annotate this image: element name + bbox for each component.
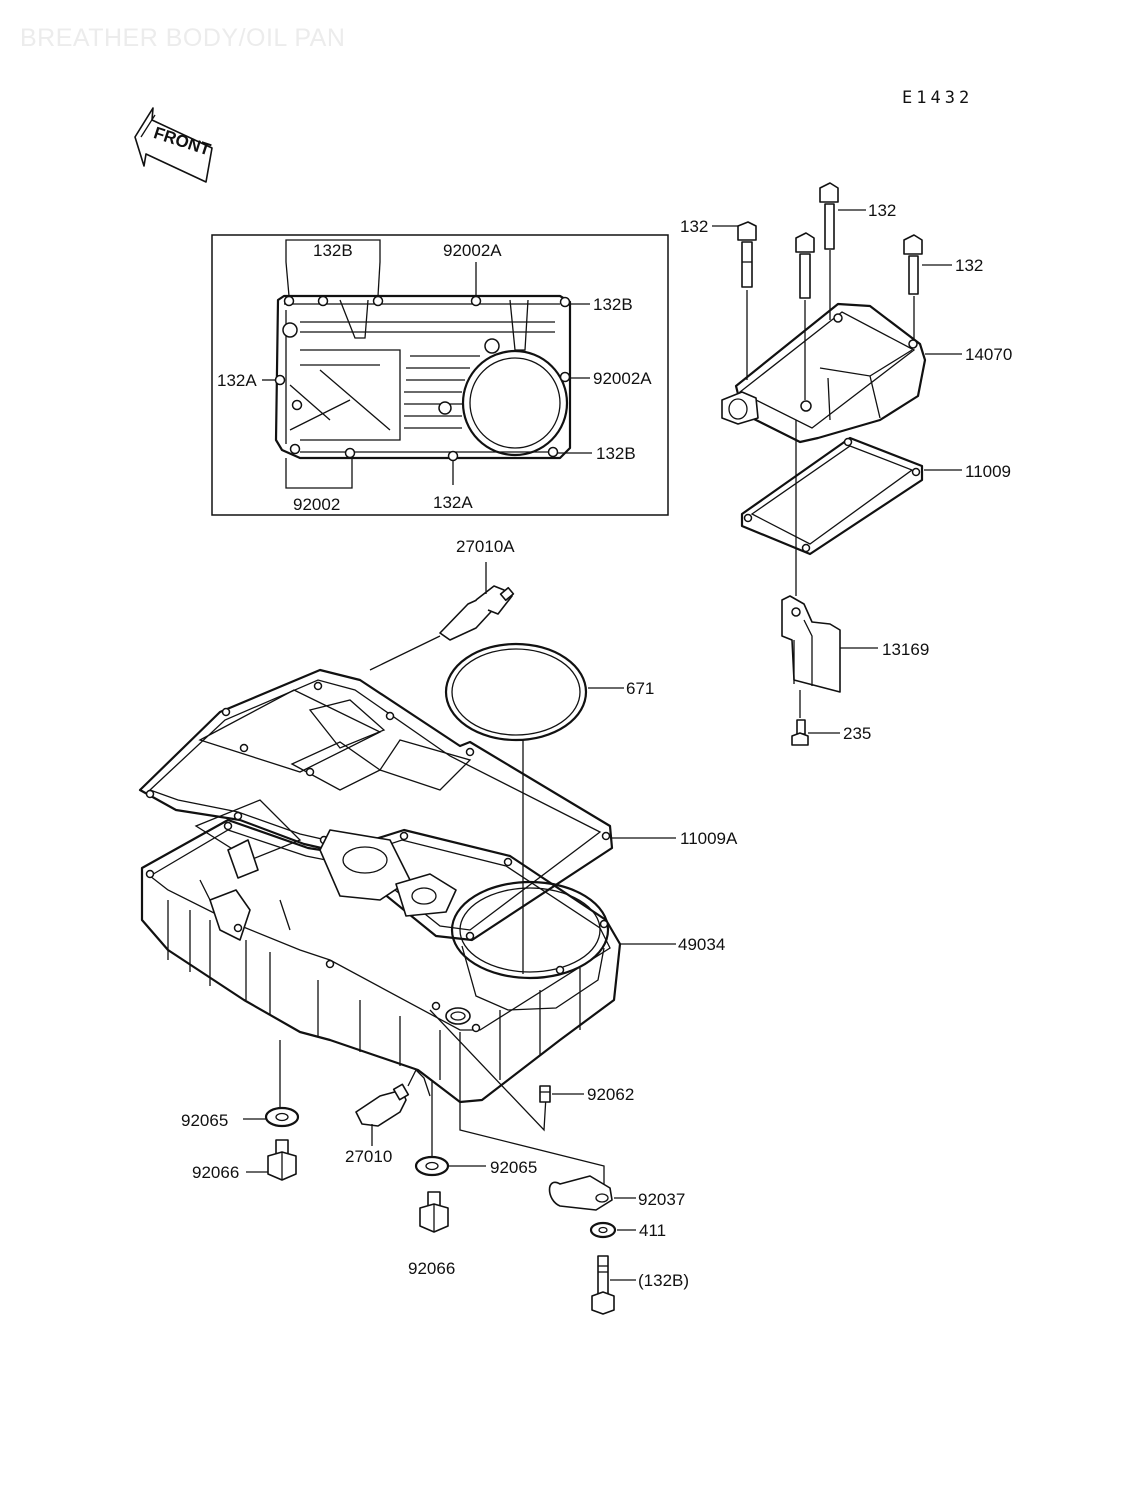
- label-switch-bottom: 27010: [345, 1147, 392, 1166]
- oil-switch-bottom: [355, 1068, 431, 1146]
- plug-left: [246, 1139, 297, 1181]
- label-bolt-top: 132: [868, 201, 896, 220]
- inset-label-d: 132A: [217, 371, 257, 390]
- label-gasket: 11009: [965, 462, 1011, 481]
- page-watermark: BREATHER BODY/OIL PAN: [20, 24, 346, 52]
- bolt-132b: [591, 1255, 636, 1315]
- label-clamp: 92037: [638, 1190, 685, 1209]
- screw-235: [791, 719, 840, 746]
- label-plug-mid: 92066: [408, 1259, 455, 1278]
- pipe-92062: [539, 1085, 584, 1103]
- breather-bolts: [712, 182, 952, 400]
- clamp-92037: [548, 1175, 636, 1211]
- inset-label-c: 132B: [593, 295, 633, 314]
- label-screw: 235: [843, 724, 871, 743]
- oil-switch-top: [369, 562, 515, 671]
- inset-label-g: 92002: [293, 495, 340, 514]
- label-washer-mid: 92065: [490, 1158, 537, 1177]
- label-oil-pan: 49034: [678, 935, 725, 954]
- label-pan-gasket: 11009A: [680, 829, 738, 848]
- label-washer-left: 92065: [181, 1111, 228, 1130]
- label-washer-small: 411: [639, 1221, 666, 1240]
- front-arrow-icon: FRONT: [134, 107, 214, 183]
- oil-pan: [140, 799, 676, 1186]
- label-breather-body: 14070: [965, 345, 1012, 364]
- breather-plate: [781, 595, 878, 718]
- plug-mid: [419, 1191, 449, 1233]
- breather-body: [721, 302, 962, 444]
- inset-box: [211, 234, 669, 516]
- label-pipe: 92062: [587, 1085, 634, 1104]
- label-bolt-bottom: (132B): [638, 1271, 689, 1290]
- label-plate: 13169: [882, 640, 929, 659]
- label-o-ring: 671: [626, 679, 654, 698]
- breather-gasket: [740, 420, 962, 596]
- inset-label-e: 92002A: [593, 369, 652, 388]
- inset-label-f: 132B: [596, 444, 636, 463]
- diagram-code: E1432: [902, 88, 974, 108]
- washer-411: [589, 1221, 636, 1239]
- washer-left: [243, 1106, 300, 1128]
- inset-label-h: 132A: [433, 493, 473, 512]
- label-bolt-left: 132: [680, 217, 708, 236]
- label-switch-top: 27010A: [456, 537, 515, 556]
- inset-label-b: 92002A: [443, 241, 502, 260]
- o-ring: [444, 642, 624, 974]
- washer-mid: [414, 1155, 486, 1177]
- pan-gasket: [138, 668, 676, 942]
- label-plug-left: 92066: [192, 1163, 239, 1182]
- inset-label-a: 132B: [313, 241, 353, 260]
- label-bolt-right: 132: [955, 256, 983, 275]
